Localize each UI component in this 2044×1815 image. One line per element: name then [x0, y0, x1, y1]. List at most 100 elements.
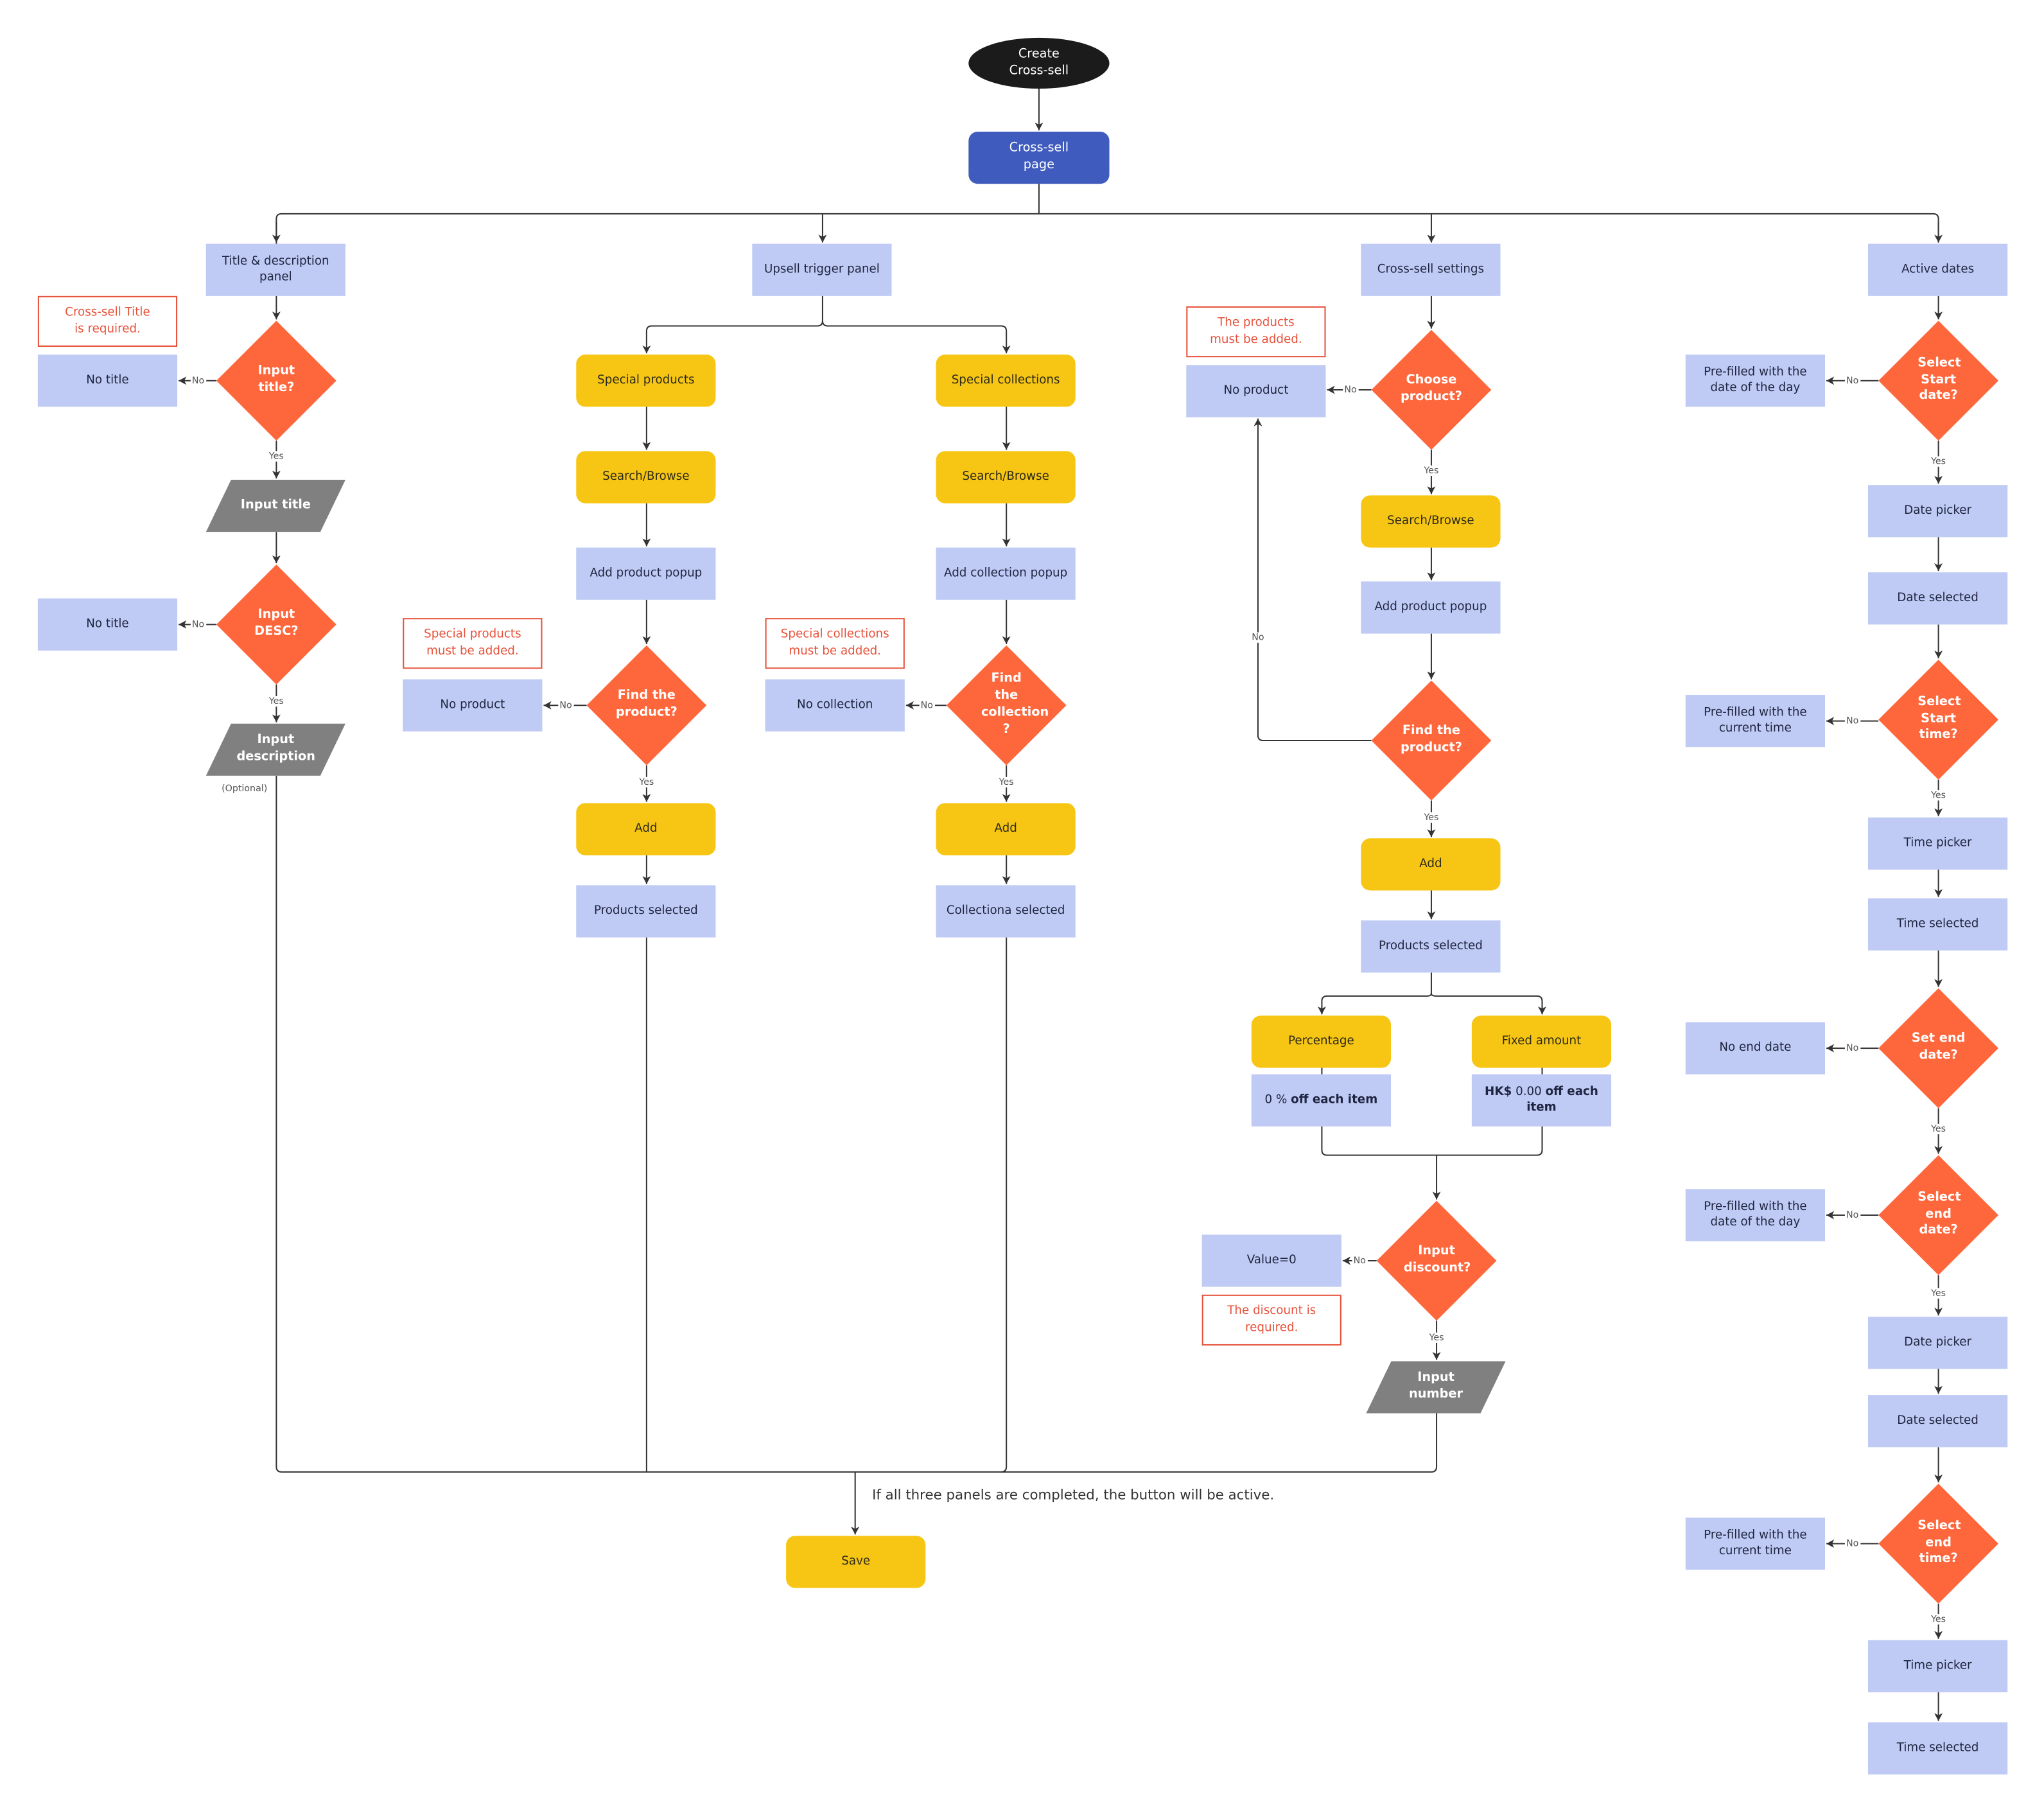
- edge-label-yes: Yes: [1422, 465, 1440, 476]
- panel-label: Active dates: [1901, 263, 1975, 277]
- special-collections-node: Special collections: [936, 355, 1076, 407]
- connector-to-special-products: [642, 295, 823, 354]
- title-description-panel: Title & description panel: [205, 243, 345, 296]
- decision-choose-product: Choose product?: [1371, 329, 1492, 450]
- decision-label: Choose product?: [1400, 373, 1462, 405]
- panel-label: Upsell trigger panel: [764, 263, 880, 277]
- input-number-io: Input number: [1366, 1361, 1506, 1414]
- diamond-shape: [946, 645, 1067, 766]
- decision-label: Input title?: [258, 364, 295, 396]
- node-label: Date selected: [1897, 1414, 1978, 1428]
- node-label: No product: [440, 698, 505, 712]
- products-search-browse-node: Search/Browse: [576, 451, 716, 504]
- node-label: Time selected: [1896, 1741, 1979, 1755]
- diamond-shape: [1878, 320, 1998, 441]
- no-product-node: No product: [403, 679, 543, 732]
- diamond-shape: [1371, 329, 1492, 450]
- node-label: Date picker: [1904, 1336, 1972, 1349]
- edge-label-no: No: [1343, 384, 1358, 396]
- edge-label-yes: Yes: [1930, 456, 1948, 467]
- prefill-end-time-node: Pre-filled with the current time: [1685, 1517, 1825, 1570]
- node-label: Percentage: [1288, 1035, 1354, 1048]
- add-collection-popup-node: Add collection popup: [936, 547, 1076, 600]
- diamond-shape: [1878, 988, 1998, 1109]
- add-collections-node: Add: [936, 803, 1076, 855]
- node-label: Add: [994, 822, 1017, 836]
- edge-label-no: No: [1250, 632, 1266, 643]
- decision-label: Select end time?: [1917, 1518, 1961, 1566]
- error-text: Cross-sell Title is required.: [65, 306, 150, 336]
- node-label: Search/Browse: [602, 470, 690, 484]
- node-label: Pre-filled with the date of the day: [1704, 366, 1807, 396]
- add-product-popup-node: Add product popup: [576, 547, 716, 600]
- node-label: Add: [1419, 857, 1442, 871]
- edge-label-yes: Yes: [1930, 1614, 1948, 1625]
- connector-collections-to-merge: [1000, 937, 1008, 1473]
- node-label: Search/Browse: [962, 470, 1049, 484]
- no-collection-node: No collection: [765, 679, 905, 732]
- parallelogram-shape: [1366, 1361, 1506, 1414]
- edge-label-no: No: [1844, 1043, 1860, 1054]
- io-label: Input description: [236, 733, 315, 764]
- edge-label-no: No: [1844, 375, 1860, 386]
- node-label: Search/Browse: [1387, 514, 1474, 528]
- connector-merge-bus: [275, 775, 1438, 1473]
- edge-label-yes: Yes: [1930, 790, 1948, 801]
- fixed-amount-node: Fixed amount: [1471, 1015, 1612, 1068]
- error-text: The products must be added.: [1210, 317, 1302, 346]
- products-must-be-added-error: The products must be added.: [1186, 306, 1326, 358]
- special-collections-error: Special collections must be added.: [765, 618, 905, 669]
- node-label: Time selected: [1896, 917, 1979, 931]
- node-label: Value=0: [1246, 1254, 1297, 1268]
- decision-set-end-date: Set end date?: [1878, 988, 1998, 1109]
- date-picker-start-node: Date picker: [1867, 485, 2008, 538]
- decision-label: Input discount?: [1403, 1244, 1471, 1276]
- edge-label-yes: Yes: [1428, 1332, 1446, 1343]
- node-label: No title: [86, 618, 129, 631]
- panel-label: Cross-sell settings: [1377, 263, 1485, 277]
- value-zero-node: Value=0: [1201, 1234, 1341, 1287]
- node-label: Add: [634, 822, 658, 836]
- edge-label-yes: Yes: [638, 776, 656, 788]
- no-title-node-2: No title: [37, 598, 178, 651]
- currency-label: HK$: [1485, 1085, 1512, 1100]
- node-label: Pre-filled with the current time: [1704, 706, 1807, 735]
- input-description-io: Input description: [205, 723, 345, 776]
- prefill-end-date-node: Pre-filled with the date of the day: [1685, 1189, 1825, 1241]
- edge-label-yes: Yes: [997, 776, 1015, 788]
- settings-products-selected-node: Products selected: [1361, 920, 1501, 973]
- save-label: Save: [841, 1555, 871, 1568]
- error-text: Special collections must be added.: [780, 629, 889, 658]
- diamond-shape: [216, 320, 336, 441]
- node-label: No product: [1223, 384, 1289, 398]
- decision-input-desc: Input DESC?: [216, 564, 336, 685]
- node-label: Add product popup: [1374, 601, 1487, 614]
- decision-find-product: Find the product?: [586, 645, 707, 766]
- no-title-node-1: No title: [37, 355, 178, 407]
- panel-label: Title & description panel: [222, 255, 329, 285]
- error-text: Special products must be added.: [424, 629, 521, 658]
- node-label: Add collection popup: [944, 566, 1068, 581]
- decision-settings-find-product: Find the product?: [1371, 680, 1492, 801]
- fixed-amount-value-node: HK$ 0.00 off each item: [1471, 1074, 1612, 1127]
- node-label: Date selected: [1897, 592, 1978, 605]
- edge-label-no: No: [1844, 1209, 1860, 1221]
- node-label: Collectiona selected: [946, 904, 1065, 918]
- edge-label-yes: Yes: [267, 696, 285, 707]
- decision-find-collection: Find the collection ?: [946, 645, 1067, 766]
- decision-label: Select Start date?: [1917, 355, 1961, 404]
- edge-label-no: No: [190, 619, 206, 630]
- decision-label: Find the collection ?: [981, 672, 1049, 737]
- node-label: No collection: [797, 698, 873, 712]
- settings-search-browse-node: Search/Browse: [1361, 495, 1501, 548]
- decision-select-end-date: Select end date?: [1878, 1155, 1998, 1276]
- save-button[interactable]: Save: [786, 1536, 926, 1588]
- edge-label-no: No: [919, 700, 935, 711]
- edge-label-no: No: [1844, 1538, 1860, 1549]
- decision-label: Select end date?: [1917, 1189, 1961, 1238]
- parallelogram-shape: [205, 723, 345, 776]
- decision-input-discount: Input discount?: [1376, 1200, 1497, 1321]
- cross-sell-page-node: Cross-sell page: [968, 132, 1110, 184]
- edge-label-no: No: [190, 375, 206, 386]
- decision-input-title: Input title?: [216, 320, 336, 441]
